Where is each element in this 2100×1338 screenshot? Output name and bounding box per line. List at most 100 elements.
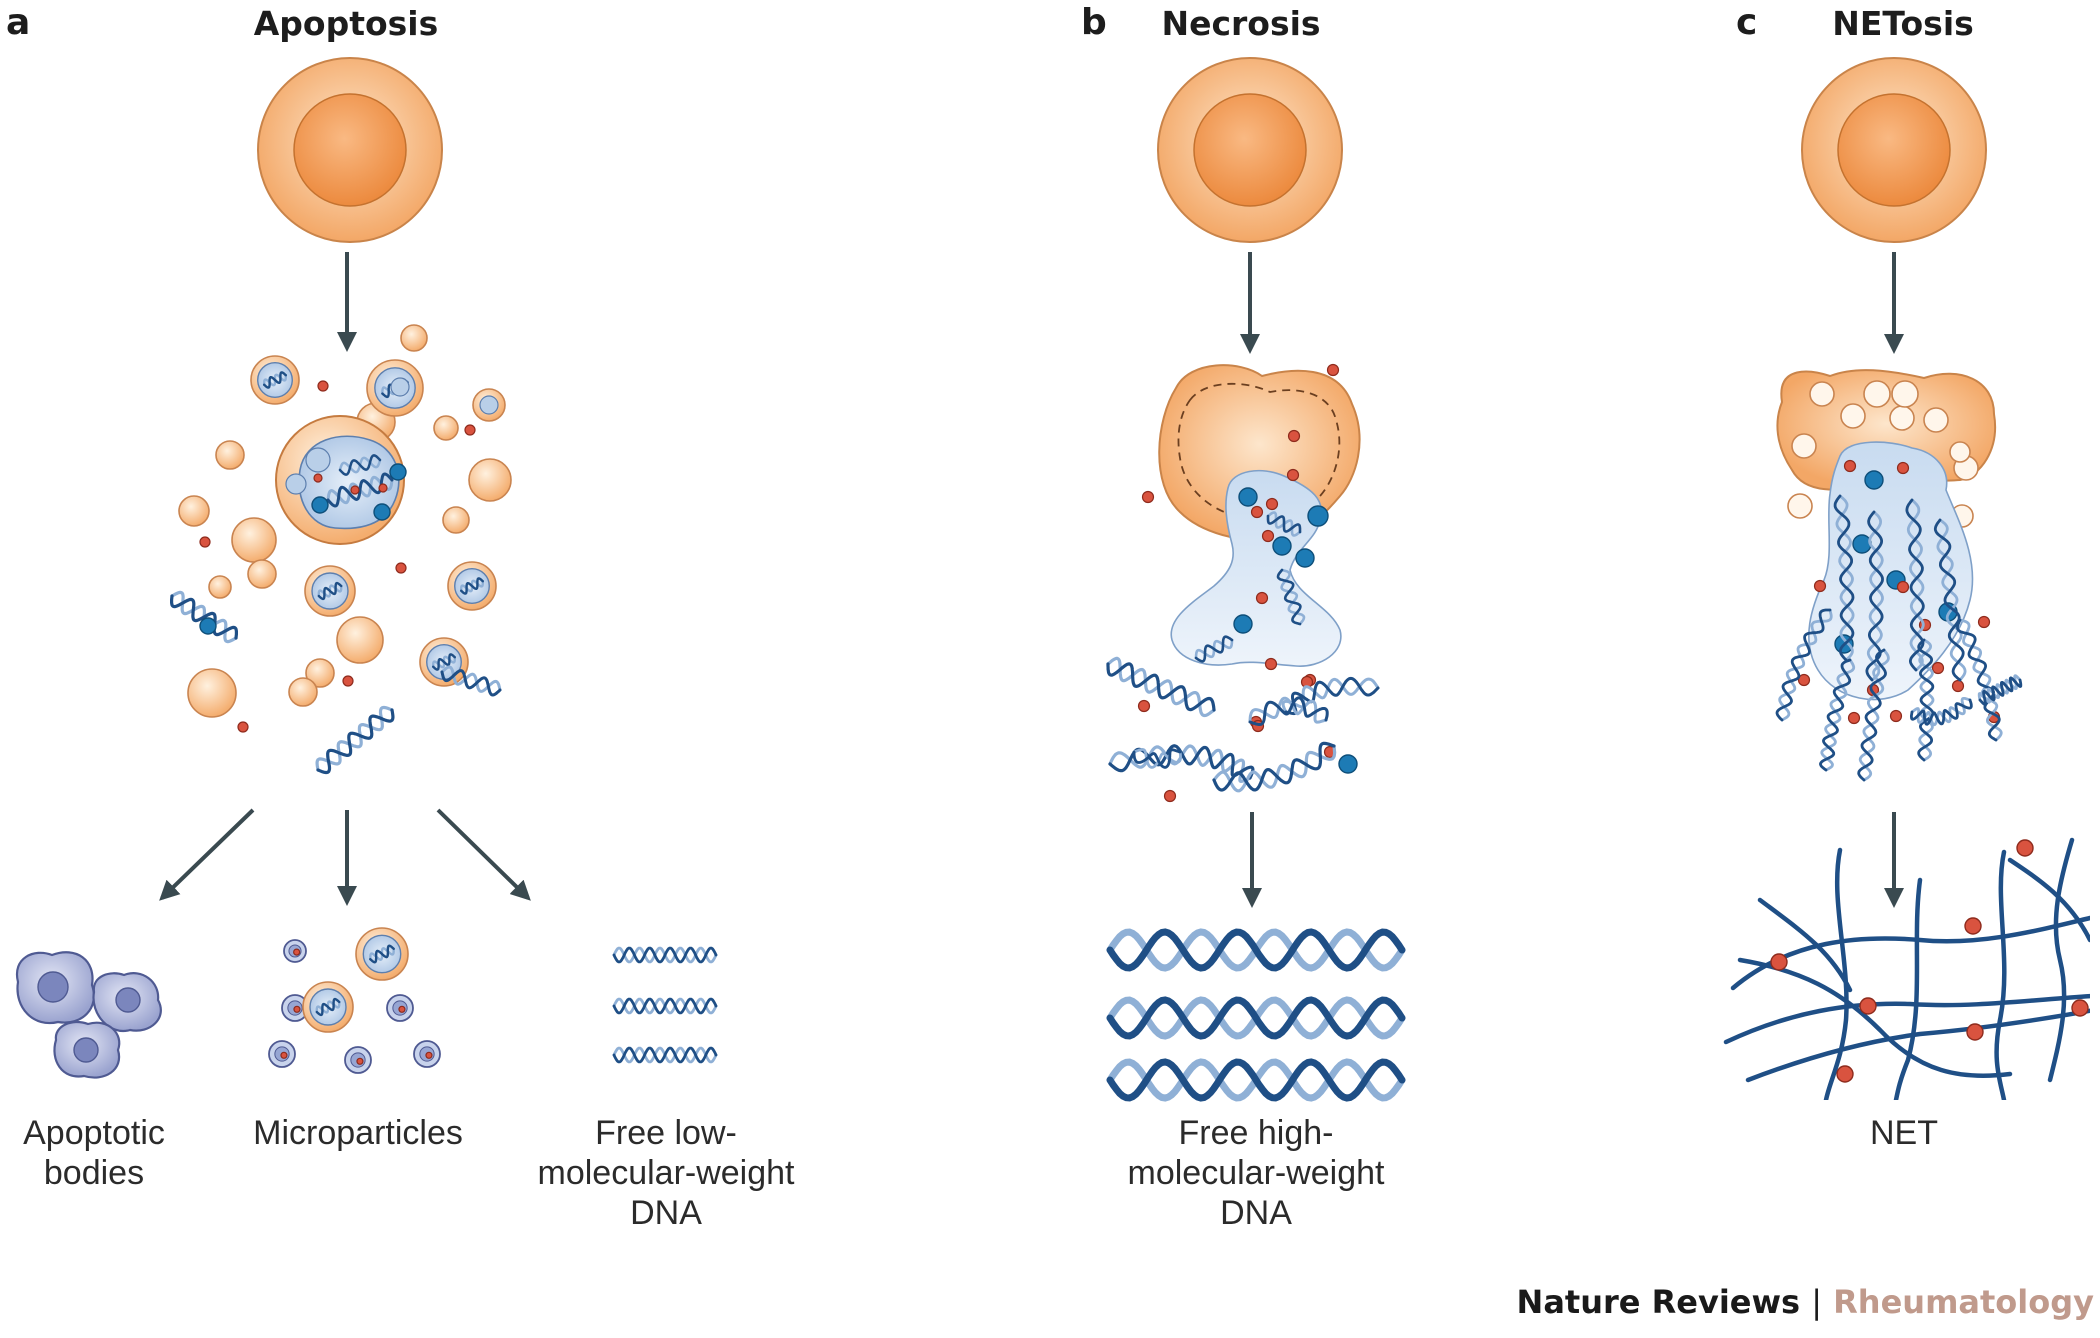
bleb-nucleus xyxy=(390,377,410,397)
dna-helix xyxy=(369,944,395,964)
journal-credit: Nature Reviews | Rheumatology xyxy=(1517,1283,2094,1321)
granule-vesicle xyxy=(1791,433,1817,459)
dna-strand xyxy=(1906,498,1925,672)
pathway-arrows xyxy=(159,252,1904,908)
dna-strand xyxy=(1284,676,1380,716)
protein-dot xyxy=(425,1051,433,1059)
protein-dot xyxy=(293,1005,301,1013)
dna-strand xyxy=(1132,748,1182,769)
granule-vesicle xyxy=(1889,405,1915,431)
dna-strand xyxy=(1977,674,2022,704)
dna-helix xyxy=(1248,696,1329,726)
protein-dot xyxy=(1141,490,1155,504)
dna-helix xyxy=(1905,498,1925,672)
protein-dot xyxy=(199,536,211,548)
dna-helix xyxy=(315,997,341,1017)
protein-dot xyxy=(1977,615,1991,629)
protein-dot xyxy=(464,424,476,436)
dna-strand xyxy=(315,997,341,1017)
dna-strand xyxy=(1905,498,1925,672)
dna-strand xyxy=(1248,696,1328,724)
panel-title-netosis: NETosis xyxy=(1832,4,1974,43)
dna-helix xyxy=(612,997,718,1015)
dna-strand xyxy=(612,946,718,964)
protein-dot xyxy=(1326,363,1340,377)
dna-helix xyxy=(1956,618,2003,742)
journal-name: Nature Reviews xyxy=(1516,1283,1801,1321)
dna-helix xyxy=(1833,494,1855,662)
histone-dot xyxy=(1233,614,1253,634)
net-fiber xyxy=(1757,897,1853,993)
protein-dot xyxy=(1797,673,1811,687)
protein-dot xyxy=(350,485,360,495)
bleb-nucleus xyxy=(479,395,499,415)
journal-subject: Rheumatology xyxy=(1833,1283,2094,1321)
dna-helix xyxy=(1132,747,1183,769)
dna-strand xyxy=(1918,638,1935,762)
protein-dot xyxy=(378,483,388,493)
dna-helix xyxy=(317,581,343,601)
net-fiber xyxy=(2007,857,2090,943)
dna-strand xyxy=(1248,696,1329,726)
arrow-to-apoptotic-bodies xyxy=(159,808,255,901)
dna-strand xyxy=(1281,677,1380,714)
apoptosis-fragmenting-cell xyxy=(170,324,512,775)
chromatin-cloud xyxy=(1808,441,1974,701)
dna-helix xyxy=(1276,568,1306,626)
dna-strand xyxy=(1835,494,1855,662)
nuclear-fragment xyxy=(285,473,307,495)
protein-dot xyxy=(1843,459,1857,473)
dna-strand xyxy=(1936,518,1967,682)
netosis-pathway xyxy=(1723,57,2090,1100)
nuclear-fragment xyxy=(305,447,331,473)
protein-dot xyxy=(1137,699,1151,713)
histone-dot xyxy=(1272,536,1292,556)
dna-strand xyxy=(440,665,502,693)
dna-strand xyxy=(440,669,502,697)
net-fiber xyxy=(1823,847,1849,1100)
apoptotic-body-core xyxy=(73,1037,99,1063)
dna-helix xyxy=(1977,674,2023,706)
apoptotic-body-core xyxy=(37,971,69,1003)
dna-strand xyxy=(1212,741,1336,792)
dna-strand xyxy=(1866,510,1884,682)
protein-dot xyxy=(1951,679,1965,693)
dna-helix xyxy=(170,590,238,644)
panel-title-necrosis: Necrosis xyxy=(1161,4,1321,43)
protein-dot xyxy=(1261,529,1275,543)
apoptotic-bleb xyxy=(442,506,470,534)
dna-strand xyxy=(1276,568,1302,626)
apoptotic-bleb xyxy=(215,440,245,470)
protein-dot xyxy=(1896,580,1910,594)
histone-dot xyxy=(1852,534,1872,554)
dna-helix xyxy=(1819,658,1856,772)
dna-strand xyxy=(170,594,238,640)
dna-strand xyxy=(1978,676,2023,706)
dna-helix xyxy=(1212,741,1337,793)
cell-nucleus xyxy=(1837,93,1951,207)
granule-vesicle xyxy=(1863,380,1891,408)
dna-strand xyxy=(1194,635,1234,663)
dna-helix xyxy=(1106,656,1216,718)
dna-strand xyxy=(338,454,382,476)
dna-strand xyxy=(1857,648,1887,782)
dna-strand xyxy=(432,653,456,671)
apoptosis-products xyxy=(15,927,718,1079)
net-protein xyxy=(1964,917,1982,935)
net-mesh xyxy=(1723,837,2090,1100)
label-net: NET xyxy=(1870,1114,1938,1152)
dna-helix xyxy=(326,472,394,508)
dna-helix xyxy=(263,371,287,389)
protein-dot xyxy=(1889,709,1903,723)
cell-nucleus xyxy=(1193,93,1307,207)
histone-dot xyxy=(311,496,329,514)
protein-dot xyxy=(1250,505,1264,519)
granule-vesicle xyxy=(1809,381,1835,407)
protein-dot xyxy=(356,1057,364,1065)
protein-dot xyxy=(1264,657,1278,671)
dna-helix xyxy=(1910,697,1973,727)
dna-strand xyxy=(1917,638,1935,762)
